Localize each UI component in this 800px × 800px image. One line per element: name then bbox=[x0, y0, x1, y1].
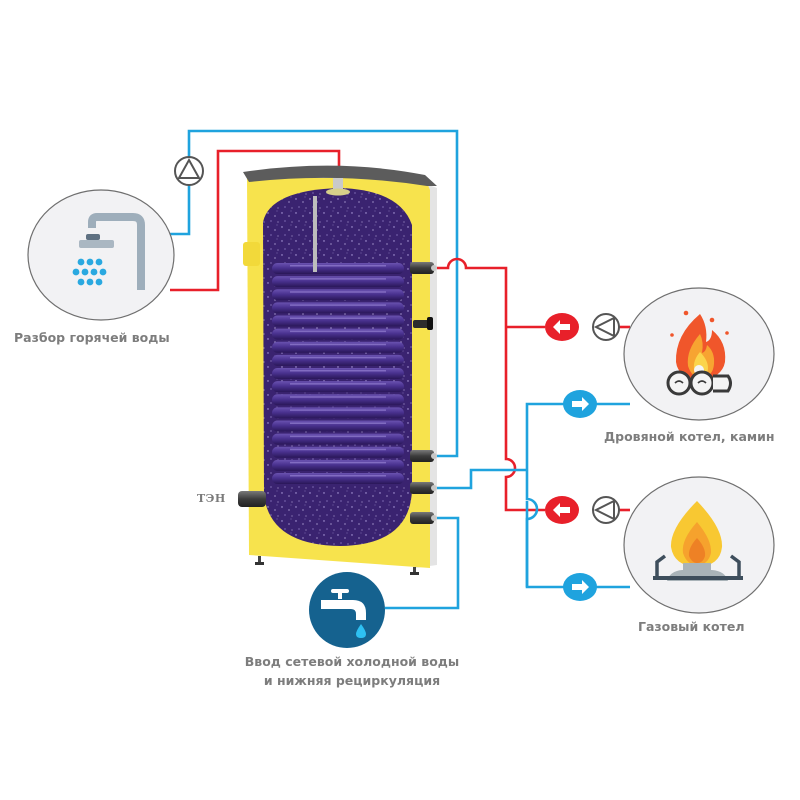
coil-highlight bbox=[290, 330, 386, 333]
shower-icon bbox=[72, 213, 145, 290]
water-tap-icon bbox=[321, 589, 366, 638]
coil-turn bbox=[272, 420, 404, 432]
coil-highlight bbox=[290, 317, 386, 319]
coil-turn bbox=[272, 446, 404, 458]
coil-highlight bbox=[290, 448, 386, 451]
coil-turn bbox=[272, 263, 404, 274]
coil-highlight bbox=[290, 291, 386, 293]
wood-boiler-label: Дровяной котел, камин bbox=[604, 429, 775, 444]
wood-return-flow-indicator bbox=[563, 390, 597, 418]
coil-highlight bbox=[290, 409, 386, 411]
coil-highlight bbox=[290, 396, 386, 398]
anode-rod bbox=[313, 196, 317, 272]
coil-turn bbox=[272, 328, 404, 340]
coil-turn bbox=[272, 289, 404, 301]
hot-water-outlet-pipe bbox=[170, 149, 341, 292]
gas-boiler-label: Газовый котел bbox=[638, 619, 745, 634]
coil-turn bbox=[272, 354, 404, 366]
cold-inlet-label-line2: и нижняя рециркуляция bbox=[263, 673, 441, 688]
gas-boiler-pump-icon bbox=[592, 496, 620, 524]
coil-highlight bbox=[290, 422, 386, 424]
wood-boiler-node bbox=[623, 287, 775, 421]
coil-turn bbox=[272, 341, 404, 353]
coil-turn bbox=[272, 473, 404, 484]
coil-highlight bbox=[290, 343, 386, 346]
coil-highlight bbox=[290, 475, 386, 477]
cold-inlet-pipe bbox=[385, 516, 460, 610]
coil-turn bbox=[272, 381, 404, 393]
tank-lid bbox=[243, 165, 437, 186]
coil-highlight bbox=[290, 265, 386, 267]
gas-boiler-node bbox=[623, 476, 775, 614]
gas-return-flow-indicator bbox=[563, 573, 597, 601]
tank-inner-vessel bbox=[263, 188, 412, 546]
campfire-icon bbox=[666, 310, 732, 396]
hot-water-node bbox=[27, 189, 175, 321]
coil-highlight bbox=[290, 435, 386, 438]
recirculation-pump-icon bbox=[174, 156, 204, 186]
tap-circle bbox=[309, 572, 385, 648]
recirculation-cold-pipe bbox=[170, 129, 459, 458]
coil-turn bbox=[272, 368, 404, 379]
coil-turn bbox=[272, 407, 404, 419]
coil-highlight bbox=[290, 278, 386, 280]
heating-element-label: ТЭН bbox=[197, 492, 226, 505]
coil-highlight bbox=[290, 304, 386, 306]
heat-exchanger-coil bbox=[272, 263, 404, 484]
coil-cold-return-pipe bbox=[432, 468, 630, 589]
coil-turn bbox=[272, 394, 404, 406]
gas-supply-flow-indicator bbox=[545, 496, 579, 524]
cold-inlet-label-line1: Ввод сетевой холодной воды bbox=[244, 654, 460, 669]
coil-highlight bbox=[290, 383, 386, 385]
cold-inlet-node bbox=[309, 572, 385, 648]
wood-supply-flow-indicator bbox=[545, 313, 579, 341]
coil-turn bbox=[272, 276, 404, 288]
coil-hot-inlet-pipe bbox=[432, 257, 545, 512]
node-circle bbox=[27, 189, 175, 321]
tank-fittings bbox=[410, 262, 437, 524]
coil-turn bbox=[272, 433, 404, 445]
coil-turn bbox=[272, 315, 404, 327]
coil-highlight bbox=[290, 370, 386, 372]
coil-highlight bbox=[290, 461, 386, 464]
hot-water-label: Разбор горячей воды bbox=[14, 330, 170, 345]
heating-element-port bbox=[238, 491, 266, 507]
coil-turn bbox=[272, 459, 404, 471]
coil-turn bbox=[272, 302, 404, 314]
storage-tank bbox=[238, 165, 437, 575]
wood-boiler-pump-icon bbox=[592, 313, 620, 341]
gas-burner-icon bbox=[653, 501, 743, 581]
coil-highlight bbox=[290, 356, 386, 359]
